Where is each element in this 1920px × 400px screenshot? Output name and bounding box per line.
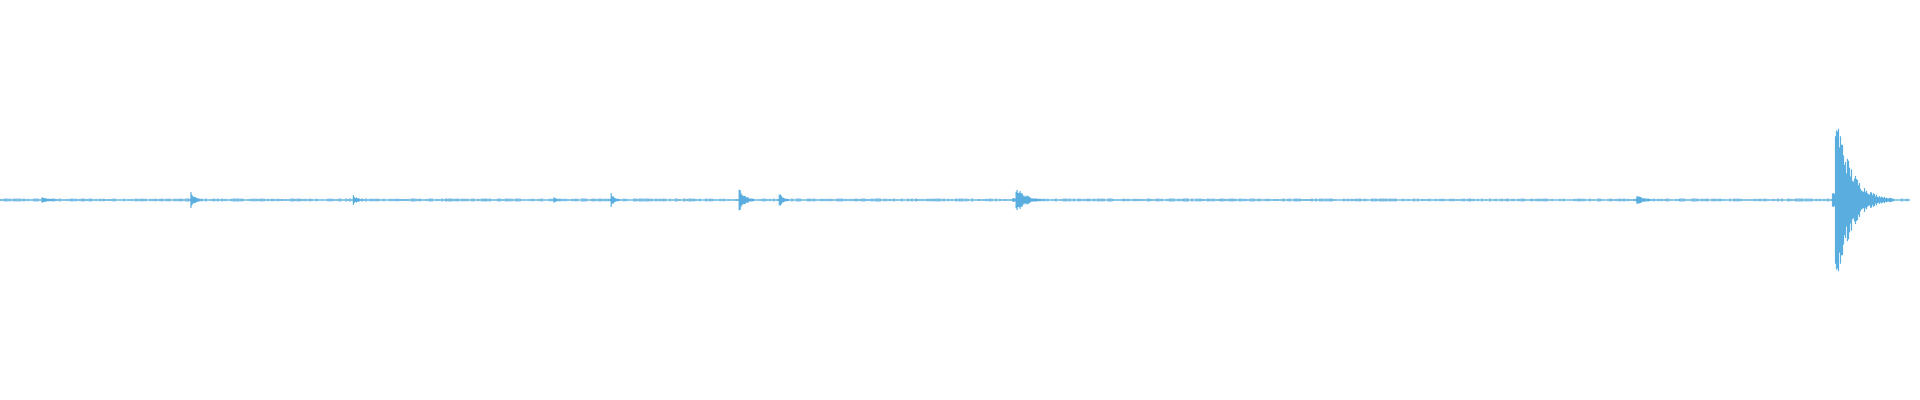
waveform-peak [550,197,572,203]
waveform-peak [607,193,627,207]
waveform-peaks [0,128,1909,272]
waveform-peak [1012,190,1055,210]
waveform-peak [1831,128,1894,272]
waveform-peak [38,197,79,203]
waveform-peak [1633,196,1666,204]
waveform-peak [775,194,799,206]
waveform-peak [188,192,211,208]
waveform-peak [735,189,762,211]
waveform-peak [349,195,373,205]
waveform-noise [0,198,1909,202]
